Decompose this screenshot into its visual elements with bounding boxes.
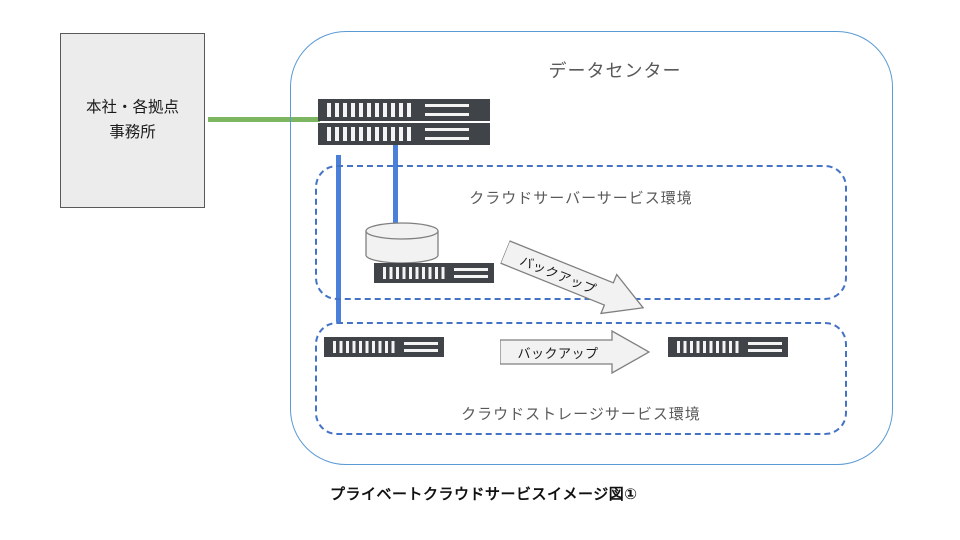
- office-box: 本社・各拠点 事務所: [60, 33, 205, 208]
- green-connector-line: [208, 117, 320, 122]
- blue-connector-to-storage: [336, 155, 341, 322]
- backup-arrow-icon: バックアップ: [500, 330, 650, 374]
- server-rack-icon: [668, 337, 788, 357]
- backup-arrow-label: バックアップ: [517, 346, 599, 361]
- cloud-storage-env-box: [315, 322, 847, 435]
- rack-bars: [404, 341, 438, 353]
- diagram-caption: プライベートクラウドサービスイメージ図①: [330, 486, 638, 503]
- server-rack-icon: [374, 263, 494, 283]
- rack-vents: [383, 266, 447, 280]
- rack-bars: [425, 128, 469, 140]
- cloud-server-env-box: [315, 165, 847, 300]
- blue-connector-to-disk: [393, 143, 398, 240]
- rack-bars: [748, 341, 782, 353]
- cloud-server-env-label: クラウドサーバーサービス環境: [469, 190, 693, 207]
- server-rack-icon: [324, 337, 444, 357]
- rack-vents: [677, 340, 741, 354]
- datacenter-title: データセンター: [548, 61, 682, 81]
- rack-vents: [333, 340, 397, 354]
- server-rack-icon: [318, 99, 490, 121]
- backup-arrow-icon: バックアップ: [497, 232, 653, 329]
- office-label-line1: 本社・各拠点: [85, 99, 179, 117]
- office-label-line2: 事務所: [109, 123, 156, 141]
- rack-bars: [425, 104, 469, 116]
- rack-vents: [327, 126, 415, 142]
- cloud-storage-env-label: クラウドストレージサービス環境: [461, 406, 701, 423]
- disk-cylinder-icon: [364, 221, 440, 265]
- rack-bars: [454, 267, 488, 279]
- server-rack-icon: [318, 123, 490, 145]
- rack-vents: [327, 102, 415, 118]
- datacenter-box: [290, 31, 893, 465]
